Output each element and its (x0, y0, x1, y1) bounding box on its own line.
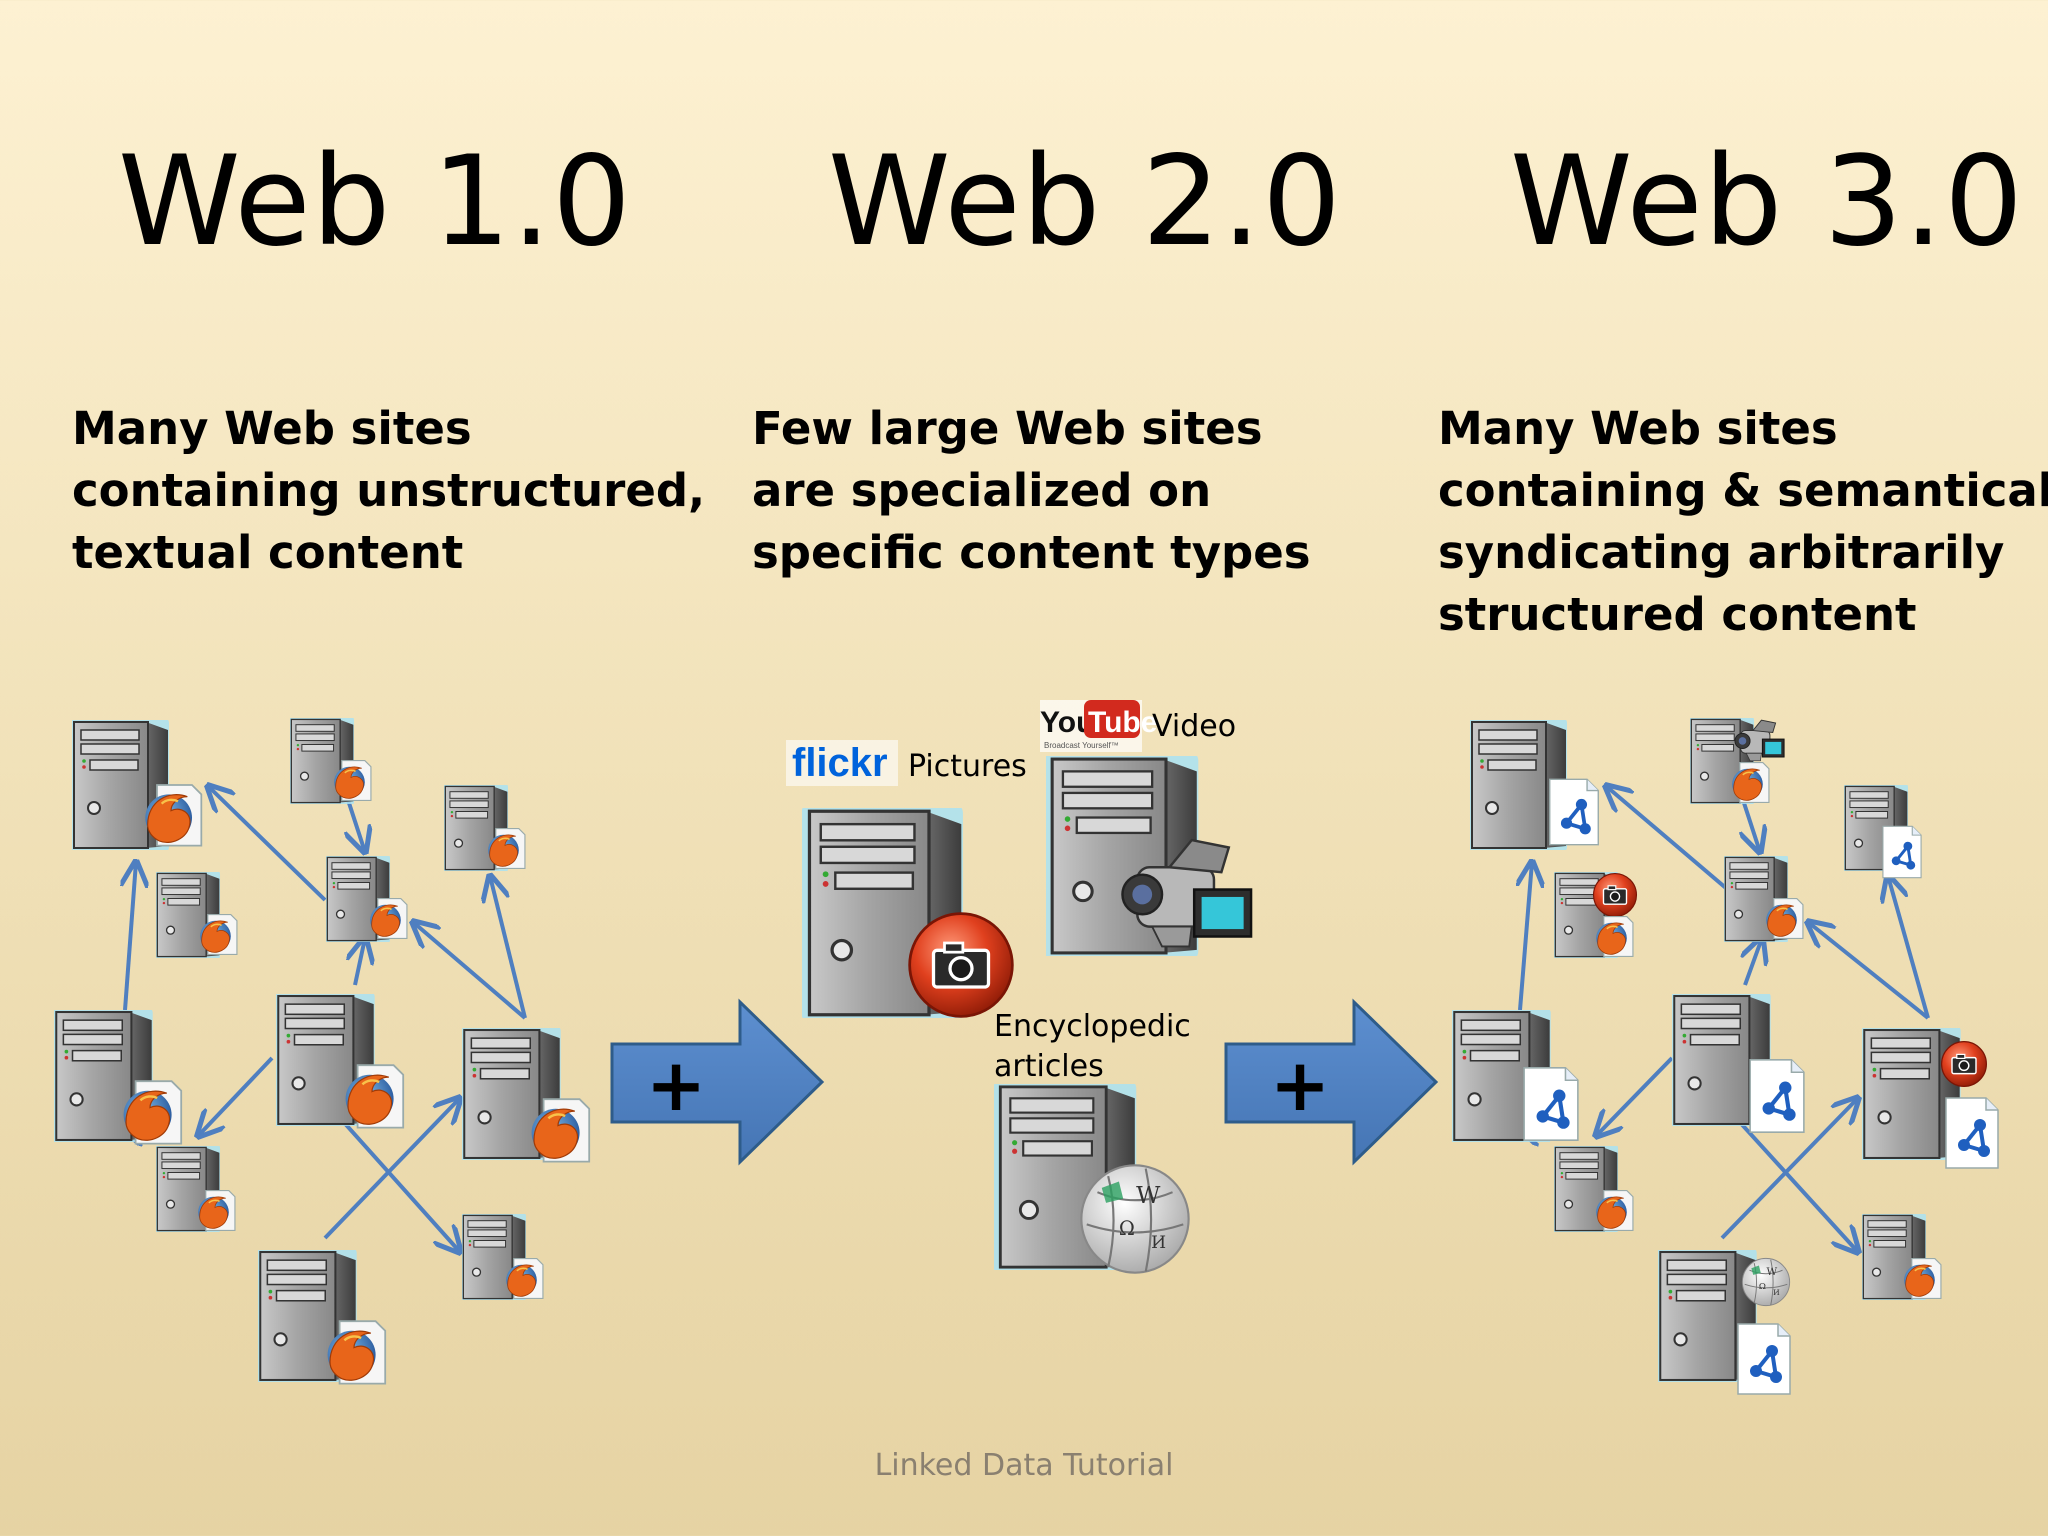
web2-description-line: specific content types (752, 526, 1311, 579)
wikipedia-site: Encyclopedic articles (994, 1009, 1191, 1274)
web3-server (1452, 1010, 1578, 1145)
articles-label: articles (994, 1049, 1104, 1084)
web3-description-line: Many Web sites (1438, 402, 1838, 455)
web1-server (258, 1250, 387, 1385)
web3-server (1658, 1250, 1791, 1394)
rdf-document-icon (1881, 824, 1923, 880)
video-label: Video (1152, 709, 1236, 744)
web3-server (1554, 1146, 1634, 1232)
web3-description-line: syndicating arbitrarily (1438, 526, 2005, 579)
rdf-document-icon (1547, 777, 1601, 847)
transition-arrow-2: + (1224, 998, 1439, 1166)
web2-description: Few large Web sites are specialized on s… (752, 398, 1311, 584)
web1-server (444, 785, 526, 871)
web3-description-line: structured content (1438, 588, 1917, 641)
web1-server (276, 994, 405, 1129)
web1-title: Web 1.0 (118, 130, 632, 274)
wikipedia-globe-icon (1080, 1164, 1190, 1274)
pictures-label: Pictures (908, 749, 1027, 784)
web3-server (1844, 785, 1923, 880)
web3-server (1690, 718, 1785, 804)
web1-description-line: containing unstructured, (72, 464, 706, 517)
web1-server (290, 718, 372, 804)
web1-server (156, 1146, 236, 1232)
camera-icon (1940, 1040, 1988, 1088)
web3-server (1554, 872, 1638, 958)
web3-description: Many Web sites containing & semantically… (1438, 398, 2048, 646)
footer-caption: Linked Data Tutorial (874, 1448, 1174, 1483)
web1-server (462, 1028, 591, 1163)
web3-network (1452, 718, 1998, 1394)
web1-server (462, 1214, 544, 1300)
web1-server (326, 856, 408, 942)
youtube-site: You Tube Broadcast Yourself™ Video (1040, 700, 1253, 956)
transition-arrow-1: + (610, 998, 825, 1166)
web1-network (54, 718, 591, 1385)
youtube-tagline: Broadcast Yourself™ (1044, 741, 1119, 750)
youtube-tube-badge (1084, 700, 1140, 738)
web1-description: Many Web sites containing unstructured, … (72, 398, 705, 584)
web2-sites: flickr Pictures You Tube Broadcast Yours… (786, 700, 1253, 1274)
plus-sign: + (1270, 1043, 1330, 1127)
web2-description-line: Few large Web sites (752, 402, 1263, 455)
rdf-document-icon (1946, 1098, 1998, 1168)
web1-server (72, 720, 203, 850)
web2-title: Web 2.0 (828, 130, 1342, 274)
web3-server (1862, 1028, 1998, 1168)
youtube-tube: Tube (1088, 706, 1157, 739)
camera-icon (1592, 872, 1638, 918)
web3-server (1862, 1214, 1942, 1300)
web1-server (156, 872, 238, 958)
flickr-logo: flickr (792, 741, 888, 785)
web3-connections (1518, 759, 1930, 1252)
plus-sign: + (646, 1043, 706, 1127)
wikipedia-globe-icon (1741, 1257, 1791, 1307)
encyclopedic-label: Encyclopedic (994, 1009, 1191, 1044)
web1-server (54, 1010, 183, 1145)
web3-server (1672, 994, 1804, 1132)
web2-description-line: are specialized on (752, 464, 1212, 517)
rdf-document-icon (1524, 1068, 1578, 1140)
web3-title: Web 3.0 (1510, 130, 2024, 274)
web3-server (1470, 720, 1601, 850)
rdf-document-icon (1738, 1324, 1790, 1394)
camera-icon (908, 912, 1014, 1018)
flickr-site: flickr Pictures (786, 740, 1027, 1018)
web1-description-line: textual content (72, 526, 464, 579)
web1-description-line: Many Web sites (72, 402, 472, 455)
web3-server (1724, 856, 1804, 942)
rdf-document-icon (1750, 1060, 1804, 1132)
web3-description-line: containing & semantically (1438, 464, 2048, 517)
